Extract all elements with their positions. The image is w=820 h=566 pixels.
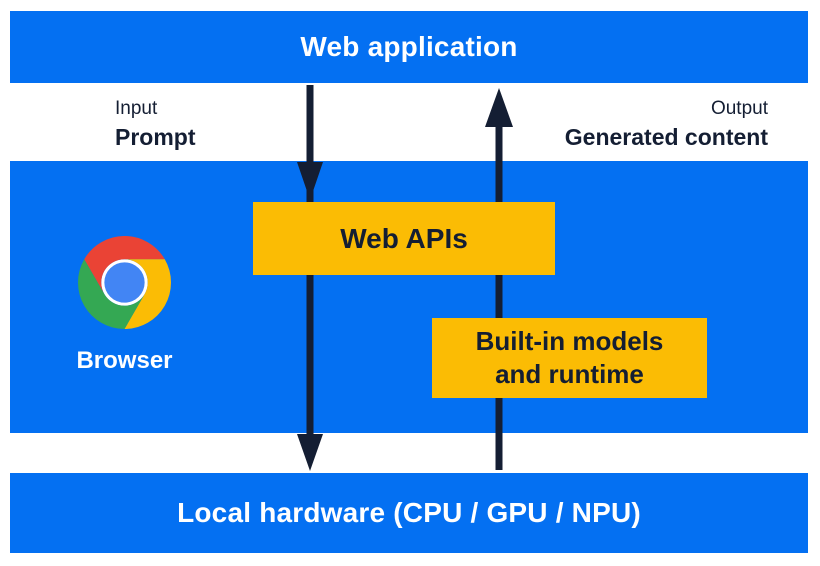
output-title-label: Output xyxy=(710,98,768,119)
web-application-label: Web application xyxy=(300,31,518,62)
output-label-group: Output Generated content xyxy=(565,97,768,151)
builtin-models-label-line2: and runtime xyxy=(495,359,644,389)
output-value-label: Generated content xyxy=(564,124,768,151)
generated-content-flow-up-arrow xyxy=(485,88,513,470)
prompt-flow-down-arrow xyxy=(297,85,323,471)
local-hardware-band: Local hardware (CPU / GPU / NPU) xyxy=(10,473,808,553)
input-title-label: Input xyxy=(115,98,158,119)
web-apis-box: Web APIs xyxy=(253,202,555,275)
builtin-models-box: Built-in models and runtime xyxy=(432,318,707,398)
browser-label: Browser xyxy=(76,347,173,374)
builtin-models-label-line1: Built-in models xyxy=(475,325,664,356)
web-application-band: Web application xyxy=(10,11,808,83)
input-value-label: Prompt xyxy=(115,124,196,151)
input-label-group: Input Prompt xyxy=(115,97,196,151)
local-hardware-label: Local hardware (CPU / GPU / NPU) xyxy=(177,497,641,528)
chrome-logo-icon xyxy=(78,236,171,329)
web-apis-label: Web APIs xyxy=(340,222,468,254)
